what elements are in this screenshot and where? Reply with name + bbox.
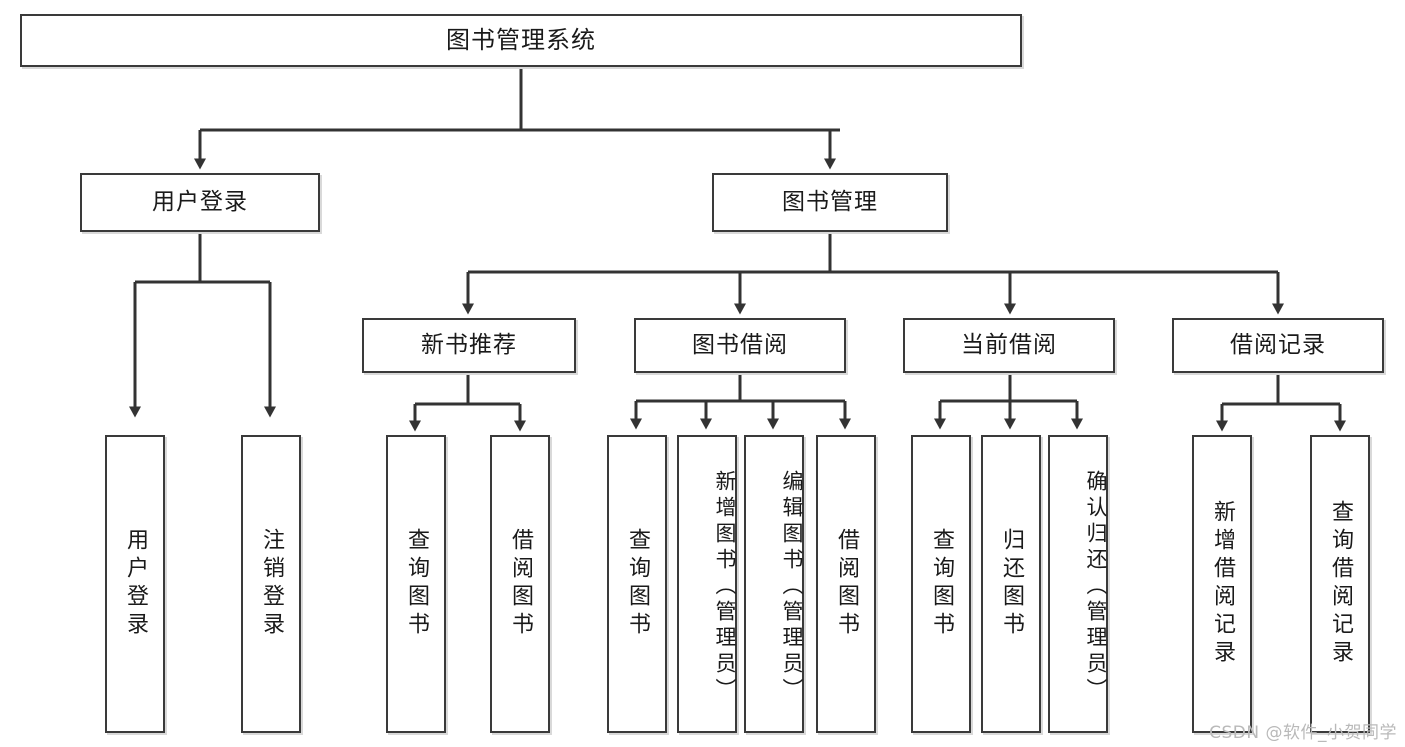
node-label: 当前借阅 bbox=[961, 331, 1057, 358]
leaf-current-query-book[interactable]: 查询图书 bbox=[911, 435, 971, 733]
leaf-current-return-book[interactable]: 归还图书 bbox=[981, 435, 1041, 733]
node-user-login[interactable]: 用户登录 bbox=[80, 173, 320, 232]
leaf-recommend-query-book[interactable]: 查询图书 bbox=[386, 435, 446, 733]
node-label: 查询图书 bbox=[404, 528, 429, 640]
node-label: 图书借阅 bbox=[692, 331, 788, 358]
node-label: 查询图书 bbox=[625, 528, 650, 640]
node-label: 查询借阅记录 bbox=[1328, 500, 1353, 668]
node-label: 用户登录 bbox=[123, 528, 148, 640]
leaf-borrow-add-book-admin[interactable]: 新增图书（管理员） bbox=[677, 435, 737, 733]
node-label: 注销登录 bbox=[259, 528, 284, 640]
node-new-book-recommend[interactable]: 新书推荐 bbox=[362, 318, 576, 373]
node-label: 借阅记录 bbox=[1230, 331, 1326, 358]
node-label: 编辑图书（管理员） bbox=[780, 470, 804, 704]
leaf-borrow-query-book[interactable]: 查询图书 bbox=[607, 435, 667, 733]
node-label: 借阅图书 bbox=[508, 528, 533, 640]
node-label: 归还图书 bbox=[999, 528, 1024, 640]
node-label: 新增借阅记录 bbox=[1210, 500, 1235, 668]
node-label: 新增图书（管理员） bbox=[713, 470, 737, 704]
node-label: 用户登录 bbox=[152, 188, 248, 215]
watermark-text: CSDN @软件_小贺同学 bbox=[1209, 723, 1397, 743]
node-label: 图书管理 bbox=[782, 188, 878, 215]
node-label: 借阅图书 bbox=[834, 528, 859, 640]
leaf-borrow-borrow-book[interactable]: 借阅图书 bbox=[816, 435, 876, 733]
leaf-user-login-login[interactable]: 用户登录 bbox=[105, 435, 165, 733]
leaf-current-confirm-return-admin[interactable]: 确认归还（管理员） bbox=[1048, 435, 1108, 733]
node-book-borrow[interactable]: 图书借阅 bbox=[634, 318, 846, 373]
node-label: 新书推荐 bbox=[421, 331, 517, 358]
node-current-borrow[interactable]: 当前借阅 bbox=[903, 318, 1115, 373]
node-book-management[interactable]: 图书管理 bbox=[712, 173, 948, 232]
node-label: 查询图书 bbox=[929, 528, 954, 640]
node-borrow-record[interactable]: 借阅记录 bbox=[1172, 318, 1384, 373]
node-root-system[interactable]: 图书管理系统 bbox=[20, 14, 1022, 67]
leaf-user-login-logout[interactable]: 注销登录 bbox=[241, 435, 301, 733]
leaf-record-add-record[interactable]: 新增借阅记录 bbox=[1192, 435, 1252, 733]
node-label: 确认归还（管理员） bbox=[1084, 470, 1108, 704]
leaf-borrow-edit-book-admin[interactable]: 编辑图书（管理员） bbox=[744, 435, 804, 733]
leaf-recommend-borrow-book[interactable]: 借阅图书 bbox=[490, 435, 550, 733]
node-label: 图书管理系统 bbox=[446, 26, 596, 55]
leaf-record-query-record[interactable]: 查询借阅记录 bbox=[1310, 435, 1370, 733]
